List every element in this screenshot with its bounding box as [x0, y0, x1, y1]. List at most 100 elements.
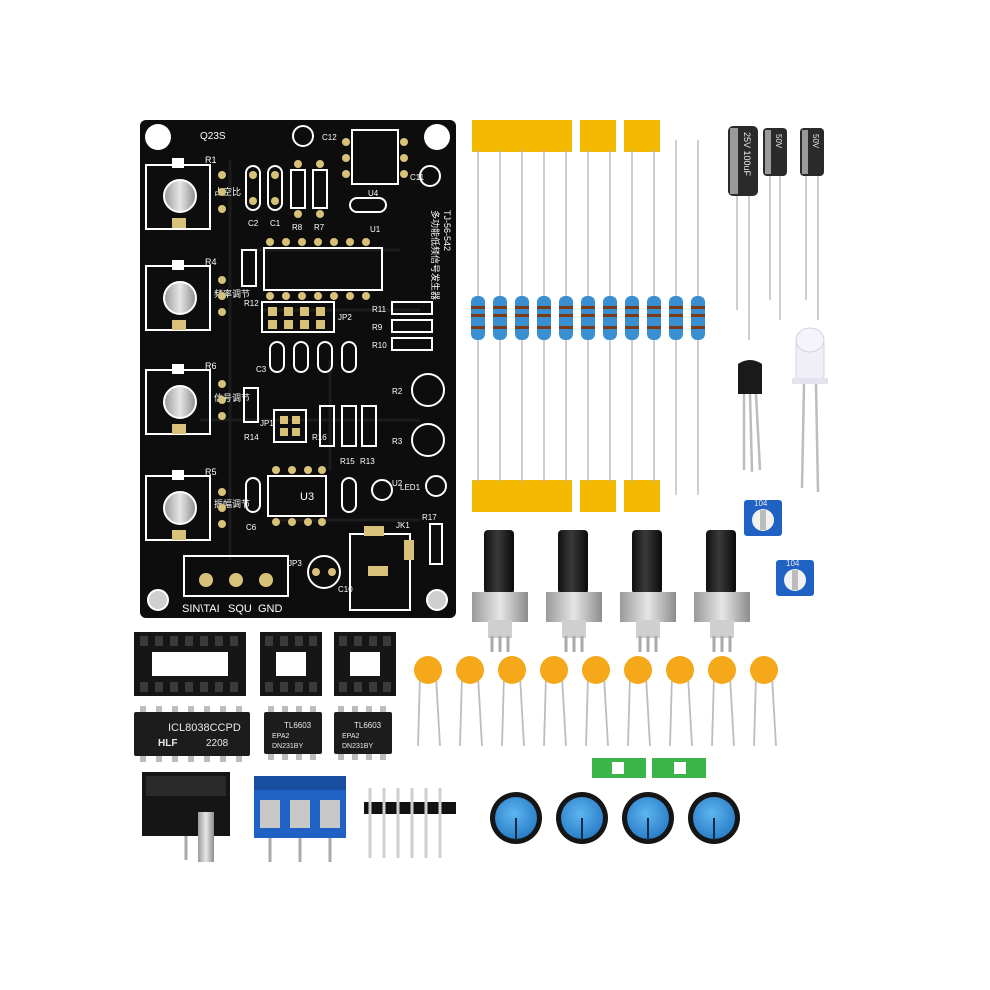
pcb-ref-r3: R3 — [392, 437, 403, 446]
ic-socket-icon — [260, 632, 322, 696]
ceramic-capacitor-icon — [414, 656, 778, 684]
trimmer-potentiometer-icon: 104 — [776, 559, 814, 596]
pcb-pot-footprint: R4 频率调节 — [145, 257, 250, 331]
pcb-jp2-footprint: JP2 — [261, 301, 352, 333]
pcb-ref-r9: R9 — [372, 323, 383, 332]
pcb-pot-label: R4 — [205, 257, 217, 267]
cap-b-rating: 50V — [774, 134, 783, 149]
dc-jack-icon — [142, 772, 230, 862]
ic-small-line3: DN231BY — [342, 743, 373, 750]
pcb-corner-code: Q23S — [200, 131, 226, 142]
knob-cap-icon — [490, 792, 542, 844]
pcb-ref-r15: R15 — [340, 457, 355, 466]
pcb-ref-u4: U4 — [368, 189, 379, 198]
pcb-pot-desc: 信号调节 — [214, 392, 250, 403]
electrolytic-capacitors: 25V 100uF 50V 50V — [728, 126, 824, 340]
pcb-resistor-footprints: R8 R7 — [290, 160, 328, 232]
pcb-ref-c12: C12 — [322, 133, 337, 142]
pcb-ref-r10: R10 — [372, 341, 387, 350]
pcb-ref-r16: R16 — [312, 433, 327, 442]
ic-small-part: TL6603 — [354, 721, 382, 730]
pcb-ref-r13: R13 — [360, 457, 375, 466]
pcb-ref-r12: R12 — [244, 299, 259, 308]
knob-cap-icon — [622, 792, 674, 844]
pcb-pot-label: R1 — [205, 155, 217, 165]
screw-terminal-icon — [254, 776, 346, 862]
potentiometer-icon — [620, 530, 676, 652]
ic-large-part: ICL8038CCPD — [168, 722, 241, 734]
pcb-ref-c6: C6 — [246, 523, 257, 532]
ic-chip-icon: TL6603 EPA2 DN231BY — [264, 706, 322, 760]
terminal-label-sin: SIN\TAI — [182, 603, 220, 615]
pcb-ref-c10: C10 — [338, 585, 353, 594]
pcb-ref-jp1: JP1 — [260, 419, 274, 428]
pcb-resistor-stack: R11 R9 R10 — [372, 301, 433, 351]
cap-a-rating: 25V 100uF — [742, 132, 752, 177]
potentiometer-icon — [694, 530, 750, 652]
terminal-label-squ: SQU — [228, 603, 252, 615]
knob-cap-icon — [688, 792, 740, 844]
pcb-cap-footprints: C2 C1 — [245, 165, 283, 228]
pcb-board: Q23S U3 R1 占空比 R4 频率调节 R6 信号调节 — [140, 120, 456, 618]
pcb-trimmer-footprints: R2 R3 LED1 — [392, 373, 447, 497]
pcb-ref-u2: U2 — [392, 479, 403, 488]
pcb-ref-led1: LED1 — [400, 483, 421, 492]
ic-chip-icon: ICL8038CCPD HLF 2208 — [134, 706, 250, 762]
pcb-pot-label: R5 — [205, 467, 217, 477]
terminal-label-gnd: GND — [258, 603, 283, 615]
pcb-ref-u1: U1 — [370, 225, 381, 234]
trimpot-code: 104 — [786, 559, 800, 568]
pcb-ref-r14: R14 — [244, 433, 259, 442]
pcb-pot-desc: 频率调节 — [214, 288, 250, 299]
pcb-pot-desc: 振幅调节 — [214, 498, 250, 509]
pcb-ref-jp3: JP3 — [288, 559, 302, 568]
pcb-board-code: TJ-56-542 — [442, 210, 452, 251]
trimpot-code: 104 — [754, 499, 768, 508]
ic-chip-icon: TL6603 EPA2 DN231BY — [334, 706, 392, 760]
led-icon — [792, 327, 828, 493]
pcb-ref-r17: R17 — [422, 513, 437, 522]
ic-small-part: TL6603 — [284, 721, 312, 730]
pcb-ref-jk1: JK1 — [396, 521, 410, 530]
ceramic-capacitors — [414, 656, 778, 747]
pin-header-icon — [364, 788, 456, 858]
pcb-pot-desc: 占空比 — [214, 186, 241, 197]
pcb-ref-c11: C11 — [410, 173, 425, 182]
pcb-cap-row: C3 — [256, 341, 357, 374]
pcb-title: 多功能低频信号发生器 — [430, 210, 441, 300]
potentiometer-icon — [546, 530, 602, 652]
pcb-pot-label: R6 — [205, 361, 217, 371]
pcb-ref-r2: R2 — [392, 387, 403, 396]
resistor — [471, 296, 705, 340]
pcb-r12-footprint — [241, 249, 257, 287]
knob-caps — [490, 792, 740, 844]
cap-c-rating: 50V — [811, 134, 820, 149]
ic-socket-icon — [334, 632, 396, 696]
ic-large-date: 2208 — [206, 738, 229, 749]
pcb-ref-r11: R11 — [372, 305, 387, 314]
pcb-ref-c3: C3 — [256, 365, 267, 374]
pcb-u3-footprint: C6 U2 — [245, 466, 403, 532]
ic-small-line2: EPA2 — [272, 733, 289, 740]
pcb-ref-jp2: JP2 — [338, 313, 352, 322]
pcb-resistor-group: R16 R15 R13 — [312, 405, 377, 466]
pcb-pot-footprint: R1 占空比 — [145, 155, 241, 230]
pcb-pot-footprint: R5 振幅调节 — [145, 467, 250, 541]
ic-large-brand: HLF — [158, 738, 177, 749]
pcb-jp1-footprint: R14 JP1 — [243, 387, 307, 443]
ic-small-line2: EPA2 — [342, 733, 359, 740]
pcb-c10-footprint — [307, 555, 341, 589]
pcb-ref-c1: C1 — [270, 219, 281, 228]
pcb-ref-c2: C2 — [248, 219, 259, 228]
pcb-u4-area: C12 U4 C11 — [292, 125, 441, 213]
ic-small-line3: DN231BY — [272, 743, 303, 750]
pcb-ref-r8: R8 — [292, 223, 303, 232]
potentiometer-icon — [472, 530, 528, 652]
pcb-ref-u3: U3 — [300, 491, 314, 503]
pcb-jp3-footprint: JP3 SIN\TAI SQU GND — [182, 555, 302, 615]
pcb-pads — [218, 171, 226, 528]
jumper-icon — [592, 758, 706, 778]
ic-socket-icon — [134, 632, 246, 696]
resistor-strip — [471, 120, 705, 512]
